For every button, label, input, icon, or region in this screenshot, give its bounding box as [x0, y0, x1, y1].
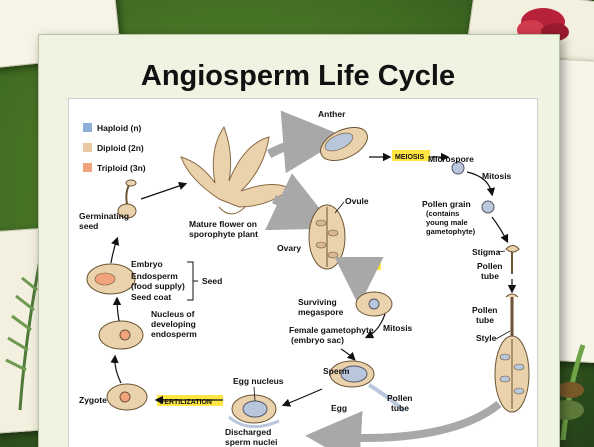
legend-label-haploid: Haploid (n) [97, 123, 142, 133]
life-cycle-diagram: Haploid (n) Diploid (2n) Triploid (3n) M… [68, 98, 538, 447]
legend-swatch-diploid [83, 143, 92, 152]
label-pollen-grain-1: Pollen grain [422, 199, 471, 209]
ovary [309, 205, 345, 269]
label-surviving-2: megaspore [298, 307, 344, 317]
label-nucleus-3: endosperm [151, 329, 197, 339]
label-mitosis-right: Mitosis [482, 171, 512, 181]
ovule-fertilization [229, 395, 279, 427]
label-pollen-tube-a1: Pollen [477, 261, 503, 271]
stigma-illustration [506, 246, 519, 275]
arrow-pistil-to-ovule [329, 404, 499, 438]
label-pollen-tube-b2: tube [476, 315, 494, 325]
label-pollen-grain-2: (contains [426, 209, 459, 218]
label-germinating-2: seed [79, 221, 98, 231]
label-pollen-tube-a2: tube [481, 271, 499, 281]
label-ovule: Ovule [345, 196, 369, 206]
pollen-grain [482, 201, 494, 213]
label-pollen-grain-4: gametophyte) [426, 227, 476, 236]
label-anther: Anther [318, 109, 346, 119]
label-sperm: Sperm [323, 366, 350, 376]
legend-label-diploid: Diploid (2n) [97, 143, 144, 153]
label-mature-flower-2: sporophyte plant [189, 229, 258, 239]
label-surviving-1: Surviving [298, 297, 337, 307]
seed-bracket [187, 262, 198, 300]
label-pollen-tube-c2: tube [391, 403, 409, 413]
label-pollen-grain-3: young male [426, 218, 468, 227]
label-pollen-tube-c1: Pollen [387, 393, 413, 403]
surviving-megaspore [356, 292, 392, 316]
label-nucleus-1: Nucleus of [151, 309, 195, 319]
label-discharged-2: sperm nuclei [225, 437, 277, 447]
label-germinating-1: Germinating [79, 211, 129, 221]
zygote [107, 384, 147, 410]
label-mature-flower-1: Mature flower on [189, 219, 257, 229]
label-stigma: Stigma [472, 247, 501, 257]
label-egg-nucleus: Egg nucleus [233, 376, 284, 386]
label-meiosis-mid: MEIOSIS [346, 263, 376, 270]
label-mitosis-mid: Mitosis [383, 323, 413, 333]
legend-swatch-triploid [83, 163, 92, 172]
legend: Haploid (n) Diploid (2n) Triploid (3n) [83, 123, 146, 173]
label-zygote: Zygote [79, 395, 107, 405]
slide-title: Angiosperm Life Cycle [38, 60, 558, 93]
legend-label-triploid: Triploid (3n) [97, 163, 146, 173]
label-nucleus-2: developing [151, 319, 196, 329]
label-meiosis-top: MEIOSIS [395, 154, 425, 161]
label-endosperm-1: Endosperm [131, 271, 178, 281]
legend-swatch-haploid [83, 123, 92, 132]
label-pollen-tube-b1: Pollen [472, 305, 498, 315]
anther [315, 121, 372, 168]
arrow-flower-to-ovule [274, 199, 311, 217]
label-seed: Seed [202, 276, 222, 286]
label-egg: Egg [331, 403, 347, 413]
pistil [495, 294, 529, 412]
seed [87, 264, 135, 294]
label-female-1: Female gametophyte [289, 325, 374, 335]
label-discharged-1: Discharged [225, 427, 271, 437]
arrow-ovary-to-megaspore [347, 271, 359, 285]
label-embryo: Embryo [131, 259, 163, 269]
label-ovary: Ovary [277, 243, 301, 253]
label-style: Style [476, 333, 497, 343]
label-microspore: Microspore [428, 154, 474, 164]
label-female-2: (embryo sac) [291, 335, 344, 345]
developing-endosperm [99, 321, 143, 349]
label-endosperm-2: (food supply) [131, 281, 185, 291]
label-seed-coat: Seed coat [131, 292, 171, 302]
arrow-flower-to-anther [269, 139, 319, 154]
